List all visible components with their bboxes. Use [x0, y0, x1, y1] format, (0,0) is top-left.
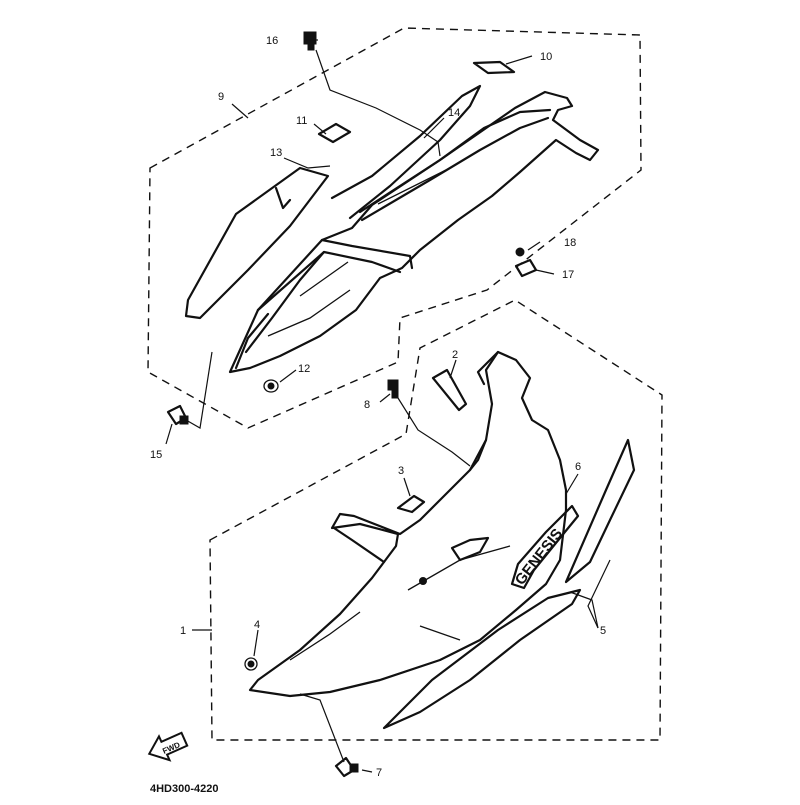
bolt-7-leader	[299, 693, 345, 763]
callout-10: 10	[540, 51, 552, 63]
nut-4	[244, 657, 258, 671]
callout-8: 8	[364, 399, 370, 411]
side-stripe-decals	[382, 438, 636, 730]
screw-18	[515, 247, 525, 257]
lower-side-cover	[248, 350, 568, 698]
callout-16: 16	[266, 35, 278, 47]
clip-17	[514, 258, 538, 278]
callout-11: 11	[296, 115, 307, 127]
diagram-code: 4HD300-4220	[150, 783, 219, 795]
decal-3	[396, 494, 426, 514]
lower-assembly-boundary	[209, 299, 663, 741]
upper-assembly-boundary	[147, 27, 642, 429]
callout-13: 13	[270, 147, 282, 159]
callout-2: 2	[452, 349, 458, 361]
callout-17: 17	[562, 269, 574, 281]
decal-2	[431, 368, 468, 412]
upper-tail-cover	[228, 90, 600, 374]
callout-15: 15	[150, 449, 162, 461]
bolt-15	[166, 404, 189, 426]
callout-numbers: 1 2 3 4 5 6 7 8 9 10 11 12 13 14 15 16 1…	[150, 35, 606, 779]
bolt-8	[387, 379, 399, 399]
emblem-text: GENESIS	[512, 525, 566, 588]
callout-14: 14	[448, 107, 460, 119]
bolt-16	[303, 31, 317, 51]
callout-3: 3	[398, 465, 404, 477]
callout-7: 7	[376, 767, 382, 779]
callout-4: 4	[254, 619, 260, 631]
callout-9: 9	[218, 91, 224, 103]
callout-12: 12	[298, 363, 310, 375]
callout-leaders	[165, 39, 611, 773]
side-rail-pieces	[184, 84, 482, 320]
bolt-15-leader	[185, 351, 213, 429]
callout-18: 18	[564, 237, 576, 249]
callout-5: 5	[600, 625, 606, 637]
bolt-8-leader	[397, 397, 471, 467]
bolt-16-leader	[315, 49, 441, 157]
nut-12	[263, 379, 279, 393]
forward-arrow-icon: FWD	[147, 731, 189, 762]
bolt-7	[334, 756, 359, 778]
decal-11	[317, 122, 352, 144]
callout-6: 6	[575, 461, 581, 473]
decal-10	[472, 60, 516, 75]
callout-1: 1	[180, 625, 186, 637]
